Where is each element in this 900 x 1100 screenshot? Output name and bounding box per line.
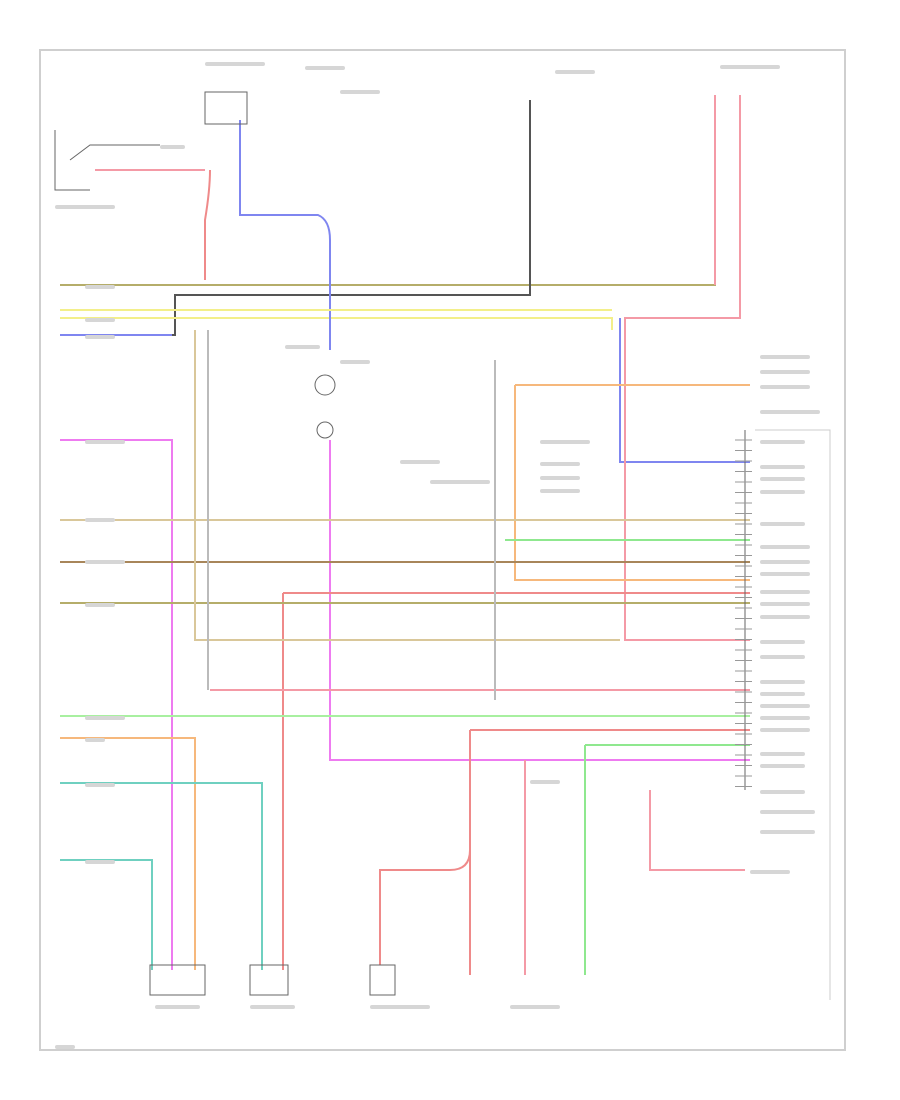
label-blob	[85, 560, 125, 564]
label-blob	[85, 738, 105, 742]
label-blob	[760, 830, 815, 834]
label-blob	[85, 603, 115, 607]
wire-tan	[194, 330, 620, 641]
label-blob	[760, 522, 805, 526]
label-blob	[55, 1045, 75, 1049]
wire-orange	[60, 737, 196, 970]
label-blob	[85, 860, 115, 864]
label-blob	[85, 518, 115, 522]
label-blob	[760, 810, 815, 814]
label-blob	[510, 1005, 560, 1009]
sensor-connector-top	[204, 91, 248, 125]
label-blob	[540, 476, 580, 480]
label-blob	[530, 780, 560, 784]
label-blob	[85, 440, 125, 444]
label-blob	[540, 440, 590, 444]
wire-magenta	[329, 440, 750, 761]
label-blob	[760, 560, 810, 564]
wire-blue	[239, 120, 331, 350]
wire-orange	[514, 385, 750, 581]
wire-pink	[624, 95, 750, 641]
label-blob	[760, 752, 805, 756]
label-blob	[760, 655, 805, 659]
label-blob	[760, 615, 810, 619]
label-blob	[760, 440, 805, 444]
label-blob	[85, 783, 115, 787]
wire-yellow	[60, 317, 613, 330]
label-blob	[370, 1005, 430, 1009]
label-blob	[340, 360, 370, 364]
label-blob	[760, 465, 805, 469]
label-blob	[750, 870, 790, 874]
diagram-frame	[39, 49, 846, 1051]
label-blob	[430, 480, 490, 484]
fuse-icon	[316, 421, 334, 439]
components	[54, 91, 831, 1000]
wire-red	[204, 169, 211, 280]
module-outline	[755, 429, 831, 1000]
label-blob	[205, 62, 265, 66]
label-blob	[760, 704, 810, 708]
label-blob	[85, 716, 125, 720]
label-blob	[160, 145, 185, 149]
label-blob	[760, 590, 810, 594]
label-blob	[760, 716, 810, 720]
label-blob	[760, 410, 820, 414]
wire-teal	[60, 782, 263, 970]
label-blob	[760, 692, 805, 696]
label-blob	[760, 385, 810, 389]
sensor-box	[149, 964, 206, 996]
label-blob	[760, 545, 810, 549]
wire-pink	[649, 790, 745, 871]
label-blob	[760, 355, 810, 359]
label-blob	[760, 370, 810, 374]
label-blob	[85, 318, 115, 322]
label-blob	[55, 205, 115, 209]
label-blob	[85, 285, 115, 289]
label-blob	[305, 66, 345, 70]
switch-box	[369, 964, 396, 996]
label-blob	[400, 460, 440, 464]
label-blob	[760, 764, 805, 768]
label-blob	[85, 335, 115, 339]
label-blob	[760, 572, 810, 576]
label-blob	[720, 65, 780, 69]
label-blob	[760, 602, 810, 606]
label-blob	[155, 1005, 200, 1009]
label-blobs	[55, 62, 820, 1049]
label-blob	[540, 462, 580, 466]
label-blob	[760, 790, 805, 794]
label-blob	[760, 680, 805, 684]
label-blob	[555, 70, 595, 74]
label-blob	[250, 1005, 295, 1009]
switch-icon	[54, 130, 160, 191]
wire-blue	[619, 318, 750, 463]
sensor-box	[249, 964, 289, 996]
label-blob	[760, 490, 805, 494]
lamp-icon	[314, 374, 336, 396]
label-blob	[760, 640, 805, 644]
label-blob	[285, 345, 320, 349]
label-blob	[760, 728, 810, 732]
label-blob	[540, 489, 580, 493]
label-blob	[760, 477, 805, 481]
label-blob	[340, 90, 380, 94]
